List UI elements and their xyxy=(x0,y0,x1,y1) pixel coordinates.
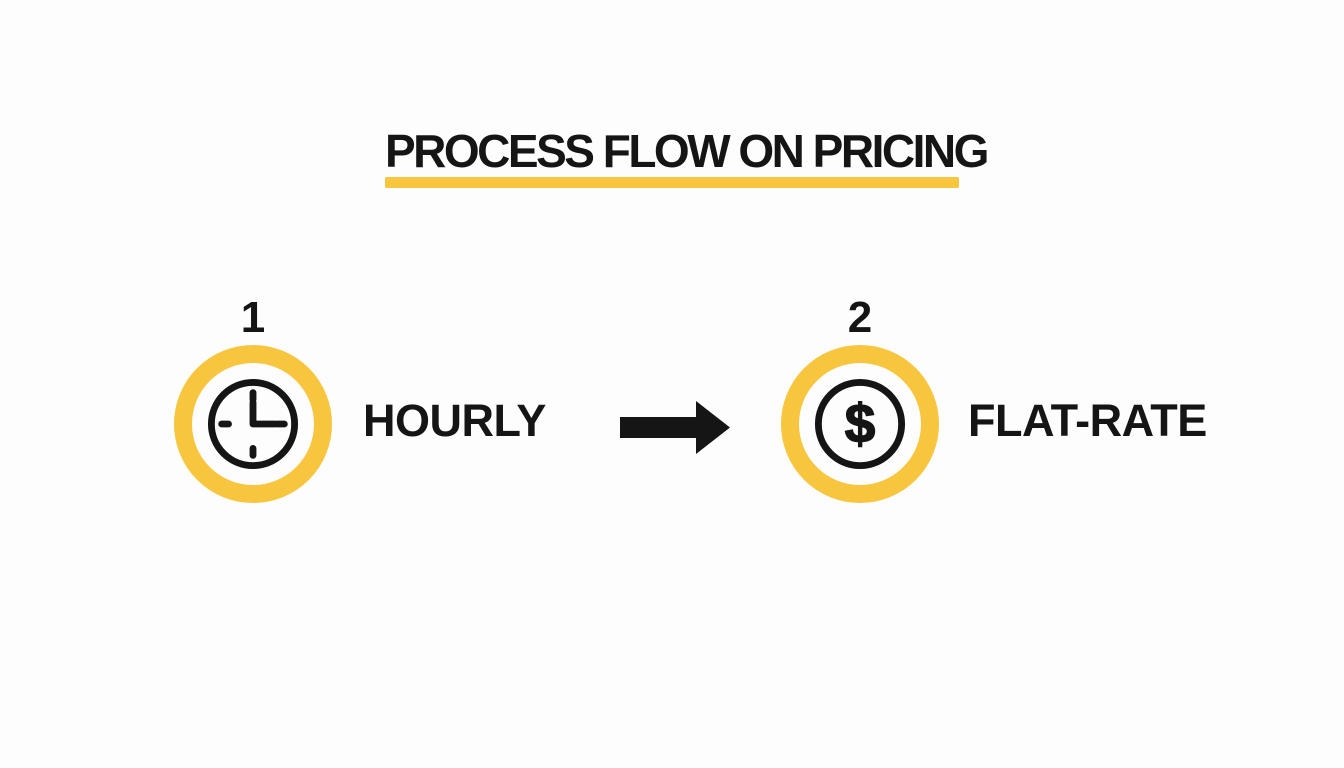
step-1-number: 1 xyxy=(240,293,266,342)
step-2-number: 2 xyxy=(847,293,873,342)
page-title: PROCESS FLOW ON PRICING xyxy=(385,125,989,177)
arrow-right-icon xyxy=(620,401,730,454)
dollar-glyph: $ xyxy=(845,393,876,455)
step-1-label: HOURLY xyxy=(363,395,546,446)
title-underline xyxy=(385,177,959,188)
dollar-icon: $ xyxy=(814,378,906,470)
step-1-badge xyxy=(174,345,332,503)
step-2-badge: $ xyxy=(781,345,939,503)
clock-icon xyxy=(207,378,299,470)
step-2-label: FLAT-RATE xyxy=(968,395,1207,446)
